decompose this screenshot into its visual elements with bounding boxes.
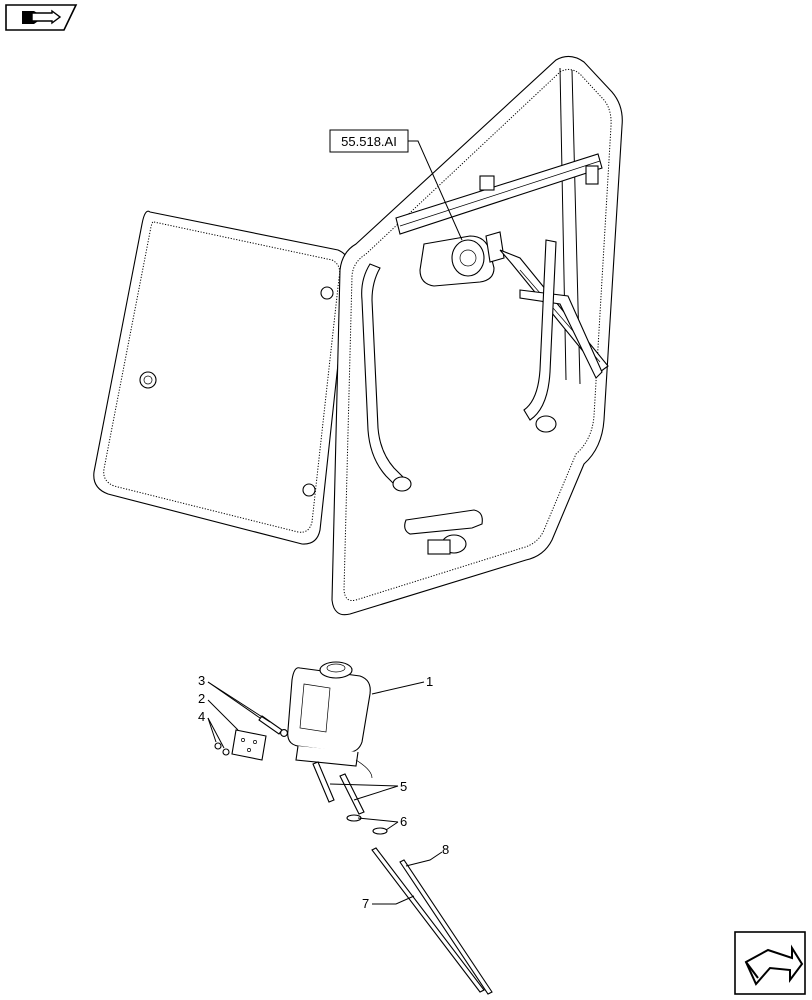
callout-3[interactable]: 3 [198,673,205,688]
callout-6[interactable]: 6 [400,814,407,829]
long-hoses [371,847,493,995]
book-arrow-icon[interactable] [5,4,78,31]
washer-reservoir [287,661,373,779]
callout-8[interactable]: 8 [442,842,449,857]
callout-1[interactable]: 1 [426,674,433,689]
wiper-arm [499,249,609,379]
hose-clips [346,814,388,835]
mounting-bracket [231,729,267,761]
callout-leaders [207,681,443,905]
next-page-arrow-icon[interactable] [734,931,806,995]
callout-7[interactable]: 7 [362,896,369,911]
washer-hose-left [361,263,412,492]
callout-4[interactable]: 4 [198,709,205,724]
short-hoses [312,761,365,815]
callout-5[interactable]: 5 [400,779,407,794]
reference-label-text: 55.518.AI [341,134,397,149]
reference-leader-line [408,140,463,241]
windshield-glass [93,210,350,545]
screw [258,715,288,737]
door-frame [331,55,623,616]
wiper-motor [419,231,505,287]
washer-hose-right [523,239,557,433]
wiper-linkage [395,153,603,235]
callout-2[interactable]: 2 [198,691,205,706]
reference-label[interactable]: 55.518.AI [329,129,409,153]
nuts [214,742,230,756]
washer-nozzle-bracket [404,509,483,555]
